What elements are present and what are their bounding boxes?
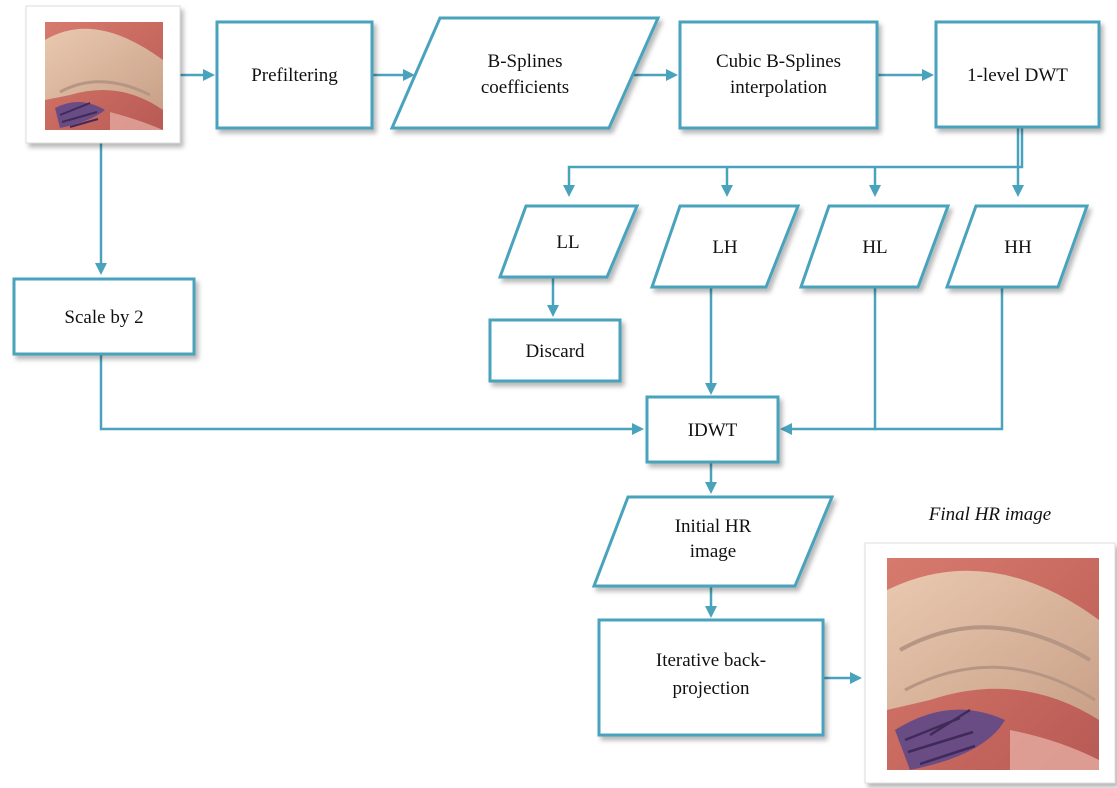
scale-label: Scale by 2 (64, 307, 143, 328)
cubic-interpolation-box: Cubic B-Splines interpolation (678, 20, 879, 130)
hl-box: HL (798, 204, 951, 289)
lr-image-node (25, 5, 181, 144)
prefiltering-box: Prefiltering (215, 20, 374, 130)
ibp-label-line2: projection (672, 678, 750, 699)
idwt-box: IDWT (645, 395, 780, 464)
final-hr-caption: Final HR image (928, 504, 1051, 525)
scale-box: Scale by 2 (12, 277, 196, 356)
discard-label: Discard (525, 341, 585, 362)
initial-hr-box: Initial HR image (591, 495, 835, 588)
bspline-label-line2: coefficients (481, 77, 569, 98)
discard-box: Discard (488, 318, 622, 383)
ibp-label-line1: Iterative back- (656, 650, 766, 671)
initial-hr-label-line1: Initial HR (675, 516, 752, 537)
ibp-box: Iterative back- projection (597, 618, 825, 737)
dwt-box: 1-level DWT (934, 20, 1101, 129)
hl-label: HL (862, 237, 887, 258)
edge-hh-to-idwt (875, 287, 1004, 431)
edge-dwt-to-subbands (567, 127, 1024, 187)
ll-label: LL (556, 232, 579, 253)
cubic-label-line2: interpolation (730, 77, 828, 98)
edges (95, 69, 1024, 684)
dwt-label: 1-level DWT (967, 65, 1068, 86)
lh-box: LH (649, 204, 801, 289)
bspline-label-line1: B-Splines (488, 51, 563, 72)
edge-hl-to-idwt (790, 287, 877, 431)
prefiltering-label: Prefiltering (251, 65, 338, 86)
hr-image-thumbnail (887, 558, 1099, 770)
ll-box: LL (497, 204, 640, 279)
initial-hr-label-line2: image (690, 541, 736, 562)
final-hr-node: Final HR image (864, 504, 1116, 784)
lr-image-thumbnail (45, 22, 163, 130)
edge-scale-to-idwt (99, 354, 634, 431)
idwt-label: IDWT (688, 420, 738, 441)
hh-box: HH (944, 204, 1090, 289)
hh-label: HH (1004, 237, 1032, 258)
cubic-label-line1: Cubic B-Splines (716, 51, 841, 72)
bspline-coefficients-box: B-Splines coefficients (389, 16, 661, 130)
lh-label: LH (712, 237, 738, 258)
